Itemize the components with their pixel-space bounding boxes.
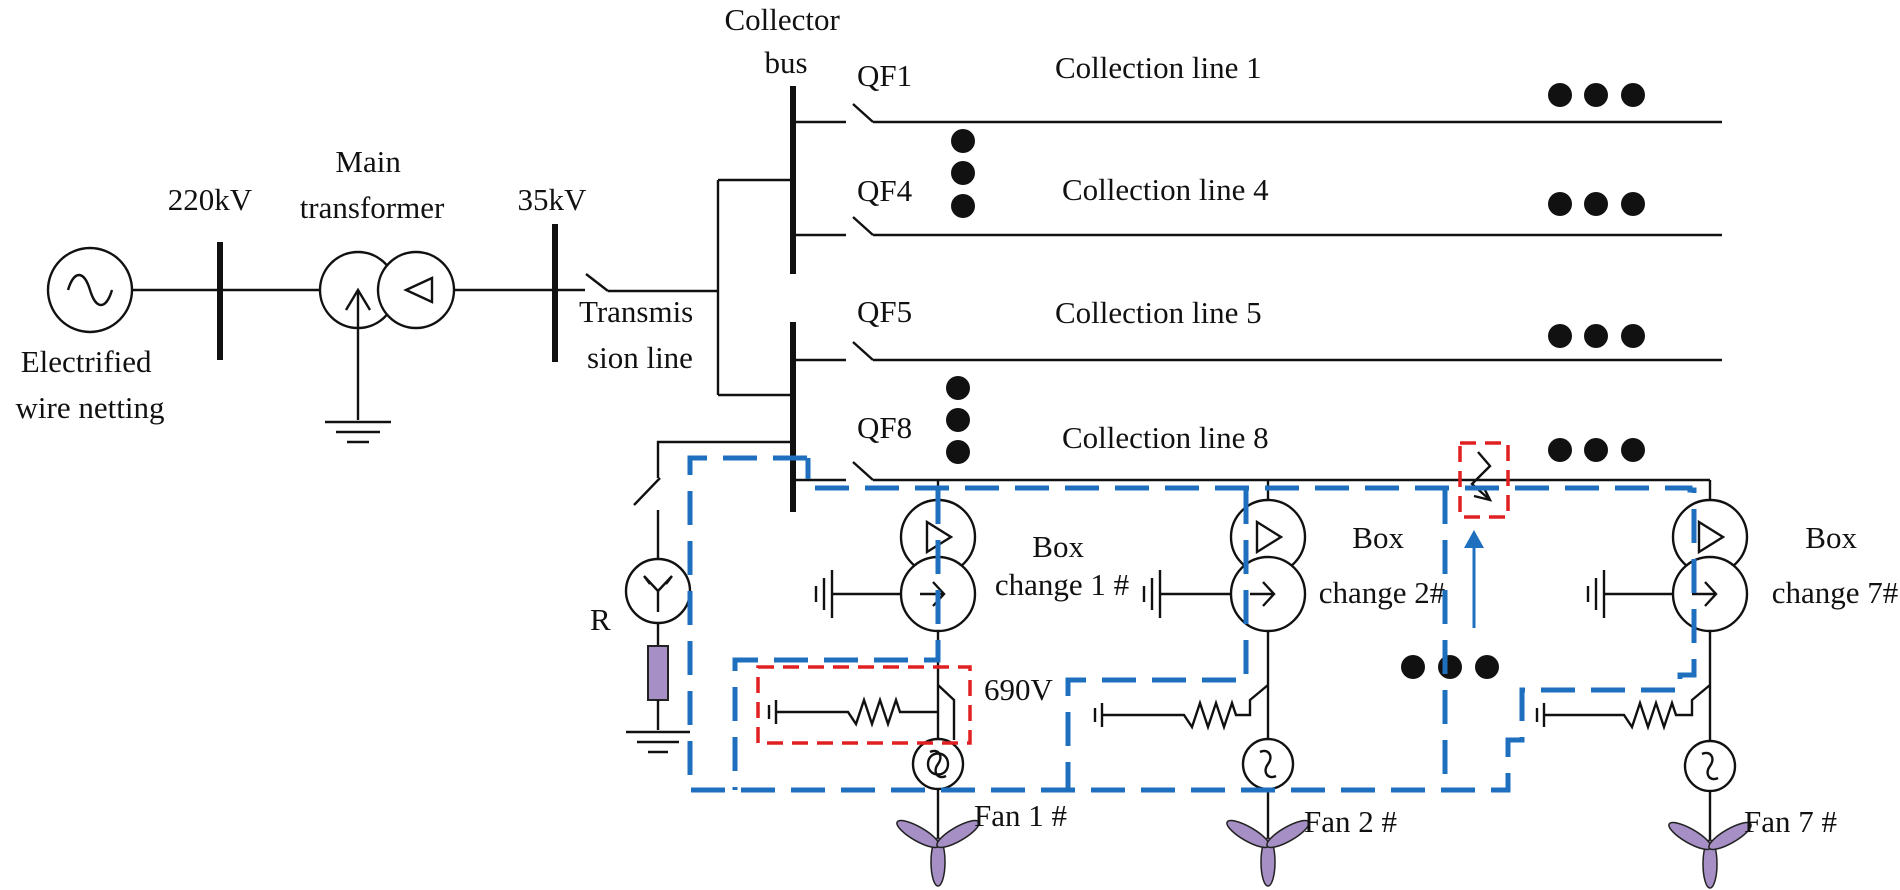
transmission-switch (555, 273, 718, 293)
line-label-8: Collection line 8 (1062, 420, 1269, 455)
box-change-unit-1 (767, 480, 980, 887)
box-change-label-1: Box change 1 # (995, 529, 1129, 602)
box-change-label-7-line-1: Box (1805, 520, 1857, 555)
grid-label-line-2: wire netting (16, 390, 165, 425)
fan-label-2: Fan 2 # (1304, 804, 1397, 839)
collector-bus-label: Collector bus (724, 2, 847, 80)
box-change-label-1-line-2: change 1 # (995, 567, 1129, 602)
box-change-label-2-line-2: change 2# (1319, 575, 1446, 610)
line-label-1: Collection line 1 (1055, 50, 1262, 85)
grid-source (46, 246, 134, 334)
feeder-qf4 (793, 216, 1722, 237)
collector-bus-label-line-1: Collector (724, 2, 840, 37)
bus-220kv-label: 220kV (168, 182, 253, 217)
breaker-label-qf1: QF1 (857, 58, 912, 93)
box-change-unit-7 (1535, 480, 1752, 889)
ellipsis-dots (946, 83, 1645, 679)
breaker-label-qf5: QF5 (857, 294, 912, 329)
box-change-label-7-line-2: change 7# (1772, 575, 1899, 610)
box-change-label-2-line-1: Box (1352, 520, 1404, 555)
box-change-unit-2 (1093, 480, 1310, 887)
main-transformer-label: Main transformer (300, 144, 445, 225)
line-label-5: Collection line 5 (1055, 295, 1262, 330)
fan-label-1: Fan 1 # (974, 798, 1067, 833)
box-change-label-2: Box change 2# (1319, 520, 1446, 610)
fault-indicator (1458, 441, 1510, 628)
transmission-line-label-line-1: Transmis (579, 294, 693, 329)
main-transformer-label-line-2: transformer (300, 190, 445, 225)
grid-label: Electrified wire netting (16, 344, 165, 425)
collector-bus-label-line-2: bus (764, 45, 807, 80)
feeder-qf5 (793, 341, 1722, 362)
feeder-qf1 (793, 103, 1722, 124)
fault-current-loop-units (732, 490, 1448, 790)
breaker-label-qf4: QF4 (857, 173, 913, 208)
box-change-label-1-line-1: Box (1032, 529, 1084, 564)
transmission-line-label-line-2: sion line (587, 340, 693, 375)
main-transformer-label-line-1: Main (335, 144, 401, 179)
fault-current-loop (687, 455, 1697, 793)
breaker-label-qf8: QF8 (857, 410, 912, 445)
resistor-label: R (590, 602, 611, 637)
line-label-4: Collection line 4 (1062, 172, 1269, 207)
voltage-690-label: 690V (984, 672, 1054, 707)
fan-label-7: Fan 7 # (1744, 804, 1837, 839)
grounding-branch (624, 440, 793, 754)
fault-highlight-unit-1 (756, 665, 972, 745)
box-change-label-7: Box change 7# (1772, 520, 1899, 610)
bus-35kv-label: 35kV (518, 182, 588, 217)
transmission-line-label: Transmis sion line (579, 294, 701, 375)
collector-feed-wire (716, 178, 793, 397)
grid-label-line-1: Electrified (21, 344, 152, 379)
feeder-qf8 (793, 461, 1710, 482)
main-transformer (318, 250, 456, 444)
